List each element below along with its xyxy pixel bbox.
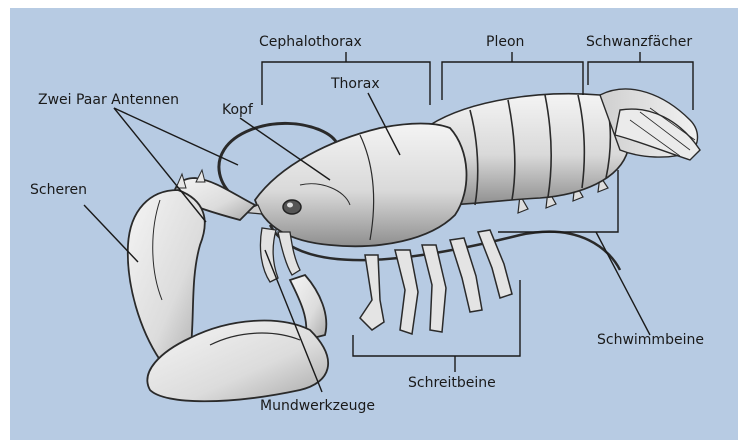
label-schreitbeine: Schreitbeine — [408, 375, 496, 391]
label-thorax: Thorax — [331, 76, 380, 92]
label-schwanzfaecher: Schwanzfächer — [586, 34, 692, 50]
label-schwimmbeine: Schwimmbeine — [597, 332, 704, 348]
label-pleon: Pleon — [486, 34, 524, 50]
label-kopf: Kopf — [222, 102, 253, 118]
label-mundwerkzeuge: Mundwerkzeuge — [260, 398, 375, 414]
walking-legs — [360, 230, 512, 334]
label-antennen: Zwei Paar Antennen — [38, 92, 179, 108]
label-scheren: Scheren — [30, 182, 87, 198]
eye — [283, 200, 301, 214]
carapace — [255, 124, 466, 247]
label-cephalothorax: Cephalothorax — [259, 34, 362, 50]
